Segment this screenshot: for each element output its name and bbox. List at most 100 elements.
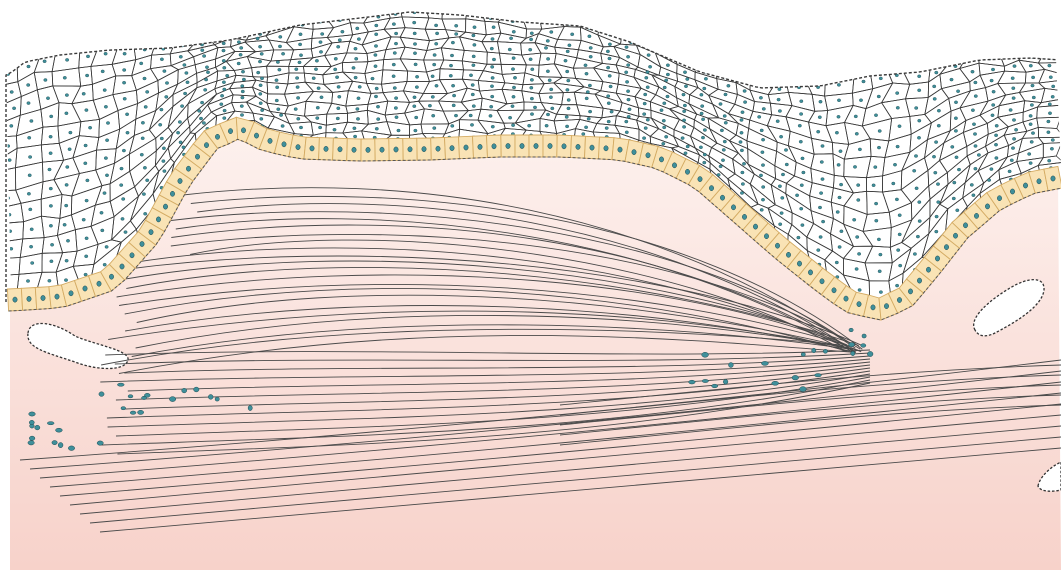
cell-nucleus	[84, 108, 89, 112]
cell-nucleus	[7, 158, 12, 162]
cell-nucleus	[164, 95, 169, 99]
cell-nucleus	[454, 32, 459, 36]
cell-nucleus	[934, 70, 939, 75]
cell-nucleus	[65, 93, 69, 97]
basal-nucleus	[463, 144, 469, 151]
cell-nucleus	[549, 20, 553, 24]
dermal-cell-nucleus	[814, 373, 822, 378]
basal-nucleus	[519, 143, 525, 149]
dermal-cell-nucleus	[711, 383, 719, 389]
cell-nucleus	[427, 103, 432, 108]
cell-nucleus	[353, 134, 357, 139]
cell-nucleus	[392, 86, 397, 90]
basal-nucleus	[547, 143, 553, 149]
cell-nucleus	[701, 117, 705, 122]
cell-nucleus	[391, 62, 396, 67]
basal-nucleus	[709, 185, 714, 191]
cell-nucleus	[584, 96, 589, 101]
cell-nucleus	[871, 183, 876, 188]
cell-nucleus	[800, 223, 805, 227]
cell-nucleus	[9, 124, 14, 128]
basal-nucleus	[228, 128, 233, 134]
cell-nucleus	[874, 113, 878, 117]
cell-nucleus	[877, 145, 881, 150]
cell-nucleus	[100, 69, 105, 74]
dermal-cell-nucleus	[728, 362, 734, 368]
cell-nucleus	[873, 165, 878, 169]
cell-nucleus	[818, 99, 823, 104]
cell-nucleus	[299, 125, 303, 130]
cell-nucleus	[511, 67, 515, 71]
epidermis-cell	[1037, 79, 1061, 92]
cell-nucleus	[759, 128, 764, 133]
collagen-fiber	[559, 384, 1061, 426]
cell-nucleus	[277, 67, 282, 72]
cell-nucleus	[1047, 102, 1052, 106]
cell-nucleus	[1050, 95, 1055, 99]
cell-nucleus	[757, 84, 762, 88]
cell-nucleus	[158, 123, 163, 127]
cell-nucleus	[549, 30, 554, 34]
cell-nucleus	[565, 69, 570, 74]
cell-nucleus	[85, 178, 90, 183]
cell-nucleus	[30, 261, 35, 265]
epidermis-surface-outline	[5, 11, 1057, 302]
cell-nucleus	[1010, 54, 1015, 59]
cell-nucleus	[200, 48, 205, 52]
cell-nucleus	[664, 78, 669, 83]
basal-nucleus	[156, 216, 161, 223]
cell-nucleus	[199, 116, 203, 121]
cell-nucleus	[176, 130, 181, 135]
cell-nucleus	[797, 123, 802, 128]
basal-nucleus	[944, 244, 949, 250]
cell-nucleus	[161, 159, 166, 163]
cell-nucleus	[994, 156, 999, 160]
cell-nucleus	[917, 136, 921, 140]
cell-nucleus	[912, 169, 917, 173]
cell-nucleus	[298, 32, 303, 36]
dermal-cell-nucleus	[800, 352, 806, 357]
cell-nucleus	[585, 90, 590, 94]
basal-nucleus	[435, 145, 441, 152]
cell-nucleus	[490, 76, 495, 80]
dermal-cell-nucleus	[27, 440, 35, 446]
cell-nucleus	[566, 98, 571, 102]
cell-nucleus	[1046, 130, 1051, 134]
cell-nucleus	[220, 94, 225, 98]
dermal-cell-nucleus	[208, 394, 214, 400]
cell-nucleus	[859, 98, 863, 102]
collagen-fiber	[170, 211, 854, 346]
cell-nucleus	[491, 25, 496, 29]
cell-nucleus	[699, 145, 703, 150]
dermal-cell-nucleus	[144, 393, 151, 398]
cell-nucleus	[492, 57, 496, 62]
cell-nucleus	[818, 235, 823, 239]
cell-nucleus	[122, 148, 126, 153]
cell-nucleus	[955, 208, 960, 213]
basement-membrane	[8, 138, 1061, 321]
cell-nucleus	[917, 118, 922, 123]
cell-nucleus	[666, 63, 670, 67]
cell-nucleus	[274, 98, 279, 103]
cell-nucleus	[606, 49, 610, 54]
cell-nucleus	[661, 118, 666, 123]
cell-nucleus	[683, 151, 688, 155]
cell-nucleus	[510, 104, 515, 108]
cell-nucleus	[801, 170, 806, 175]
cell-nucleus	[718, 164, 723, 169]
cell-nucleus	[837, 245, 842, 249]
basal-nucleus	[685, 168, 690, 175]
collagen-fiber	[559, 404, 1061, 446]
cell-nucleus	[704, 77, 708, 81]
basal-nucleus	[82, 285, 88, 292]
cell-nucleus	[742, 89, 747, 93]
cell-nucleus	[122, 80, 127, 85]
cell-nucleus	[26, 192, 31, 196]
basal-nucleus	[393, 146, 399, 153]
cell-nucleus	[800, 156, 805, 161]
basal-nucleus	[897, 297, 902, 303]
cell-nucleus	[775, 119, 780, 123]
cell-nucleus	[259, 52, 264, 56]
cell-nucleus	[88, 125, 93, 130]
cell-nucleus	[374, 32, 379, 36]
